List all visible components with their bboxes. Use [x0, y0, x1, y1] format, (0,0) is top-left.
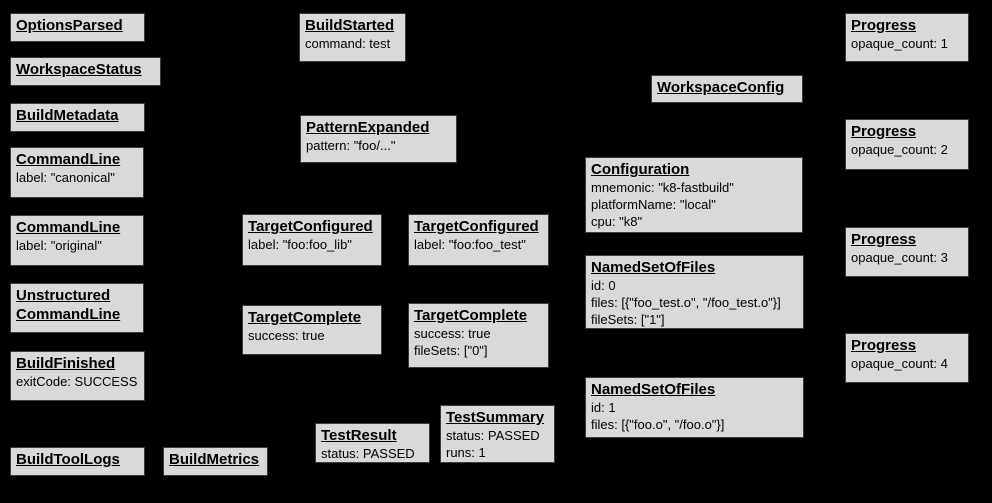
- event-box-workspace-status: WorkspaceStatus: [10, 57, 161, 86]
- event-box-build-finished: BuildFinished exitCode: SUCCESS: [10, 351, 145, 401]
- event-field: opaque_count: 1: [851, 36, 948, 51]
- event-title: NamedSetOfFiles: [591, 259, 716, 276]
- event-field: status: PASSED: [446, 428, 540, 443]
- event-field: label: "original": [16, 238, 102, 253]
- event-title: BuildMetadata: [16, 107, 119, 124]
- event-title: BuildStarted: [305, 17, 395, 34]
- event-title: Progress: [851, 17, 917, 34]
- event-field: files: [{"foo.o", "/foo.o"}]: [591, 417, 725, 432]
- event-title: TargetComplete: [414, 307, 528, 324]
- event-field: label: "foo:foo_lib": [248, 237, 352, 252]
- event-box-test-result: TestResult status: PASSED: [315, 423, 430, 463]
- event-title: NamedSetOfFiles: [591, 381, 716, 398]
- event-title: BuildFinished: [16, 355, 116, 372]
- event-field: fileSets: ["0"]: [414, 343, 488, 358]
- event-box-test-summary: TestSummary status: PASSED runs: 1: [440, 405, 555, 463]
- event-box-command-line-original: CommandLine label: "original": [10, 215, 144, 266]
- event-title: TargetConfigured: [414, 218, 539, 235]
- event-title: OptionsParsed: [16, 17, 123, 34]
- event-title: CommandLine: [16, 219, 121, 236]
- event-title: CommandLine: [16, 151, 121, 168]
- event-title: TestSummary: [446, 409, 545, 426]
- event-box-unstructured-command-line: Unstructured CommandLine: [10, 283, 144, 333]
- event-box-build-tool-logs: BuildToolLogs: [10, 447, 145, 476]
- event-field: runs: 1: [446, 445, 486, 460]
- event-box-command-line-canonical: CommandLine label: "canonical": [10, 147, 144, 198]
- event-field: success: true: [248, 328, 325, 343]
- event-field: fileSets: ["1"]: [591, 312, 665, 327]
- event-title: BuildToolLogs: [16, 451, 120, 468]
- event-title: TargetComplete: [248, 309, 362, 326]
- event-box-named-set-of-files-1: NamedSetOfFiles id: 1 files: [{"foo.o", …: [585, 377, 804, 438]
- event-title: Progress: [851, 337, 917, 354]
- event-title: Unstructured CommandLine: [16, 287, 121, 323]
- event-field: label: "canonical": [16, 170, 115, 185]
- event-field: files: [{"foo_test.o", "/foo_test.o"}]: [591, 295, 781, 310]
- event-box-progress-4: Progress opaque_count: 4: [845, 333, 969, 383]
- event-title: TargetConfigured: [248, 218, 373, 235]
- event-box-configuration: Configuration mnemonic: "k8-fastbuild" p…: [585, 157, 803, 233]
- event-field: pattern: "foo/...": [306, 138, 396, 153]
- event-box-progress-2: Progress opaque_count: 2: [845, 119, 969, 170]
- event-field: opaque_count: 4: [851, 356, 948, 371]
- event-title: WorkspaceStatus: [16, 61, 142, 78]
- event-field: opaque_count: 3: [851, 250, 948, 265]
- event-box-options-parsed: OptionsParsed: [10, 13, 145, 42]
- event-title: PatternExpanded: [306, 119, 430, 136]
- event-field: platformName: "local": [591, 197, 716, 212]
- event-box-pattern-expanded: PatternExpanded pattern: "foo/...": [300, 115, 457, 163]
- event-box-target-complete-foo-test: TargetComplete success: true fileSets: […: [408, 303, 549, 368]
- event-field: status: PASSED: [321, 446, 415, 461]
- event-box-named-set-of-files-0: NamedSetOfFiles id: 0 files: [{"foo_test…: [585, 255, 804, 329]
- event-field: mnemonic: "k8-fastbuild": [591, 180, 734, 195]
- event-box-build-metrics: BuildMetrics: [163, 447, 268, 476]
- event-field: success: true: [414, 326, 491, 341]
- event-field: label: "foo:foo_test": [414, 237, 526, 252]
- event-field: cpu: "k8": [591, 214, 643, 229]
- event-title: Configuration: [591, 161, 690, 178]
- event-box-target-complete-foo-lib: TargetComplete success: true: [242, 305, 382, 355]
- event-box-build-started: BuildStarted command: test: [299, 13, 406, 62]
- event-title: WorkspaceConfig: [657, 79, 785, 96]
- event-field: exitCode: SUCCESS: [16, 374, 138, 389]
- event-field: opaque_count: 2: [851, 142, 948, 157]
- event-field: id: 0: [591, 278, 616, 293]
- event-title: Progress: [851, 123, 917, 140]
- event-box-workspace-config: WorkspaceConfig: [651, 75, 803, 103]
- event-box-progress-3: Progress opaque_count: 3: [845, 227, 969, 277]
- event-title: TestResult: [321, 427, 397, 444]
- event-title: Progress: [851, 231, 917, 248]
- event-box-build-metadata: BuildMetadata: [10, 103, 145, 132]
- event-box-target-configured-foo-test: TargetConfigured label: "foo:foo_test": [408, 214, 549, 266]
- event-field: command: test: [305, 36, 391, 51]
- event-box-target-configured-foo-lib: TargetConfigured label: "foo:foo_lib": [242, 214, 382, 266]
- event-field: id: 1: [591, 400, 616, 415]
- event-title: BuildMetrics: [169, 451, 260, 468]
- event-box-progress-1: Progress opaque_count: 1: [845, 13, 969, 62]
